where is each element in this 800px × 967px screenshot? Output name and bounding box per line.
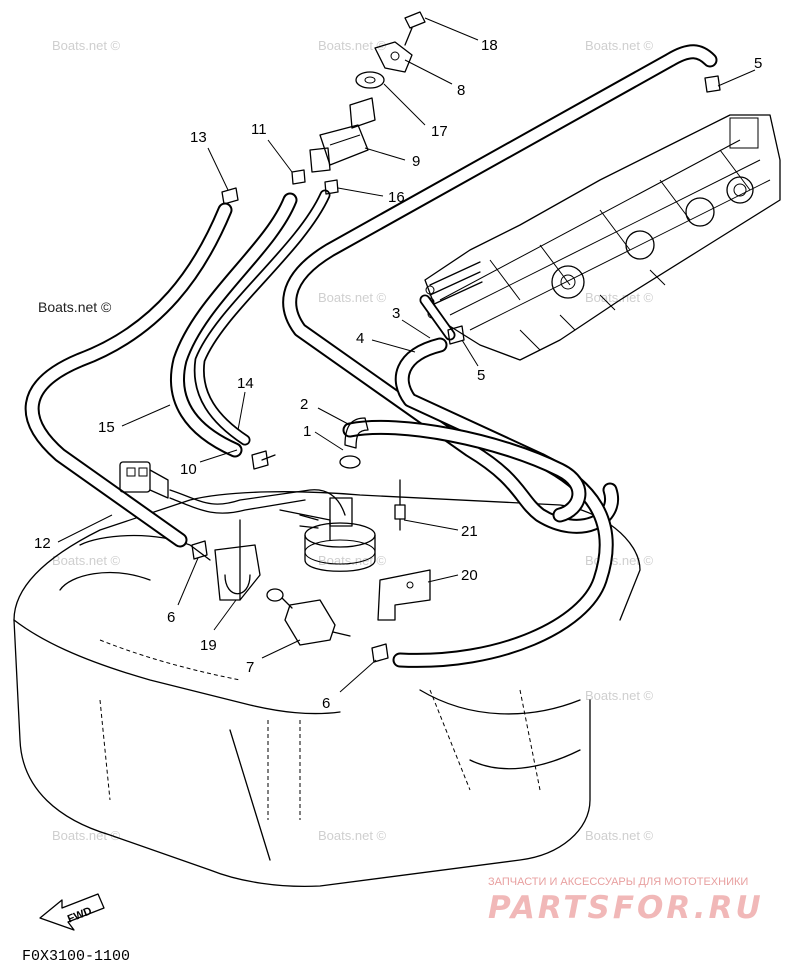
fuel-pump [299,497,376,572]
hose-5-outer [282,44,718,534]
watermark: Boats.net © [52,38,121,53]
clamp-13 [221,187,239,205]
clamp-6-right [371,643,389,663]
watermark: Boats.net © [52,553,121,568]
elbow-fitting [339,417,369,469]
part-label: 5 [754,55,762,72]
clamp-5-mid [447,325,465,345]
part-label: 1 [303,423,311,440]
hose-12 [24,202,233,548]
nut-17 [355,71,385,89]
watermark: Boats.net © [585,828,654,843]
clamp-11 [291,169,306,185]
hose-15 [169,192,298,458]
hose-4 [392,337,614,668]
clamp-6-left [191,540,208,560]
part-label: 21 [461,523,478,540]
part-label: 18 [481,37,498,54]
part-label: 11 [251,121,267,138]
part-label: 8 [457,82,465,99]
part-label: 17 [431,123,448,140]
part-label: 15 [98,419,115,436]
valve-21 [394,479,406,531]
fuel-filter [266,588,351,646]
watermark: Boats.net © [585,553,654,568]
clamp-5-top [704,75,721,93]
watermark: Boats.net © [318,553,387,568]
clamp-10 [251,450,276,470]
throttle-body-assembly [424,114,781,361]
watermark: Boats.net © [52,828,121,843]
figure-code: F0X3100-1100 [22,948,130,965]
clamp-16 [324,179,339,195]
part-label: 2 [300,396,308,413]
part-label: 12 [34,535,51,552]
screw-18 [404,11,426,46]
leader-lines [57,17,756,693]
watermark: Boats.net © [318,38,387,53]
part-label: 6 [322,695,330,712]
hose-2 [342,419,587,523]
part-label: 10 [180,461,197,478]
part-label: 6 [167,609,175,626]
part-label: 5 [477,367,485,384]
part-label: 13 [190,129,207,146]
fuel-tank [13,491,641,887]
fwd-label: FWD [66,905,94,926]
brand-logo: ЗАПЧАСТИ И АКСЕССУАРЫ ДЛЯ МОТОТЕХНИКИ PA… [488,876,764,926]
hose-14 [193,189,331,446]
sensor-9 [309,97,376,173]
watermark: Boats.net © [318,290,387,305]
bracket-8 [374,41,413,73]
watermark-dark: Boats.net © [38,299,112,315]
part-label: 7 [246,659,254,676]
watermark: Boats.net © [585,688,654,703]
part-label: 9 [412,153,420,170]
watermark: Boats.net © [318,828,387,843]
wire-harness [119,461,346,541]
clip-19 [214,519,261,601]
part-label: 14 [237,375,254,392]
part-label: 20 [461,567,478,584]
hose-3 [419,294,456,341]
watermark: Boats.net © [585,290,654,305]
part-labels: 18 8 17 5 13 11 9 16 3 4 5 14 15 2 1 10 … [34,37,762,712]
part-label: 4 [356,330,364,347]
bracket-20 [377,569,431,621]
brand-name: PARTSFOR.RU [488,890,764,926]
watermark: Boats.net © [585,38,654,53]
part-label: 19 [200,637,217,654]
part-label: 16 [388,189,405,206]
fwd-arrow-icon: FWD [39,893,105,931]
brand-subtitle: ЗАПЧАСТИ И АКСЕССУАРЫ ДЛЯ МОТОТЕХНИКИ [488,876,748,888]
part-label: 3 [392,305,400,322]
